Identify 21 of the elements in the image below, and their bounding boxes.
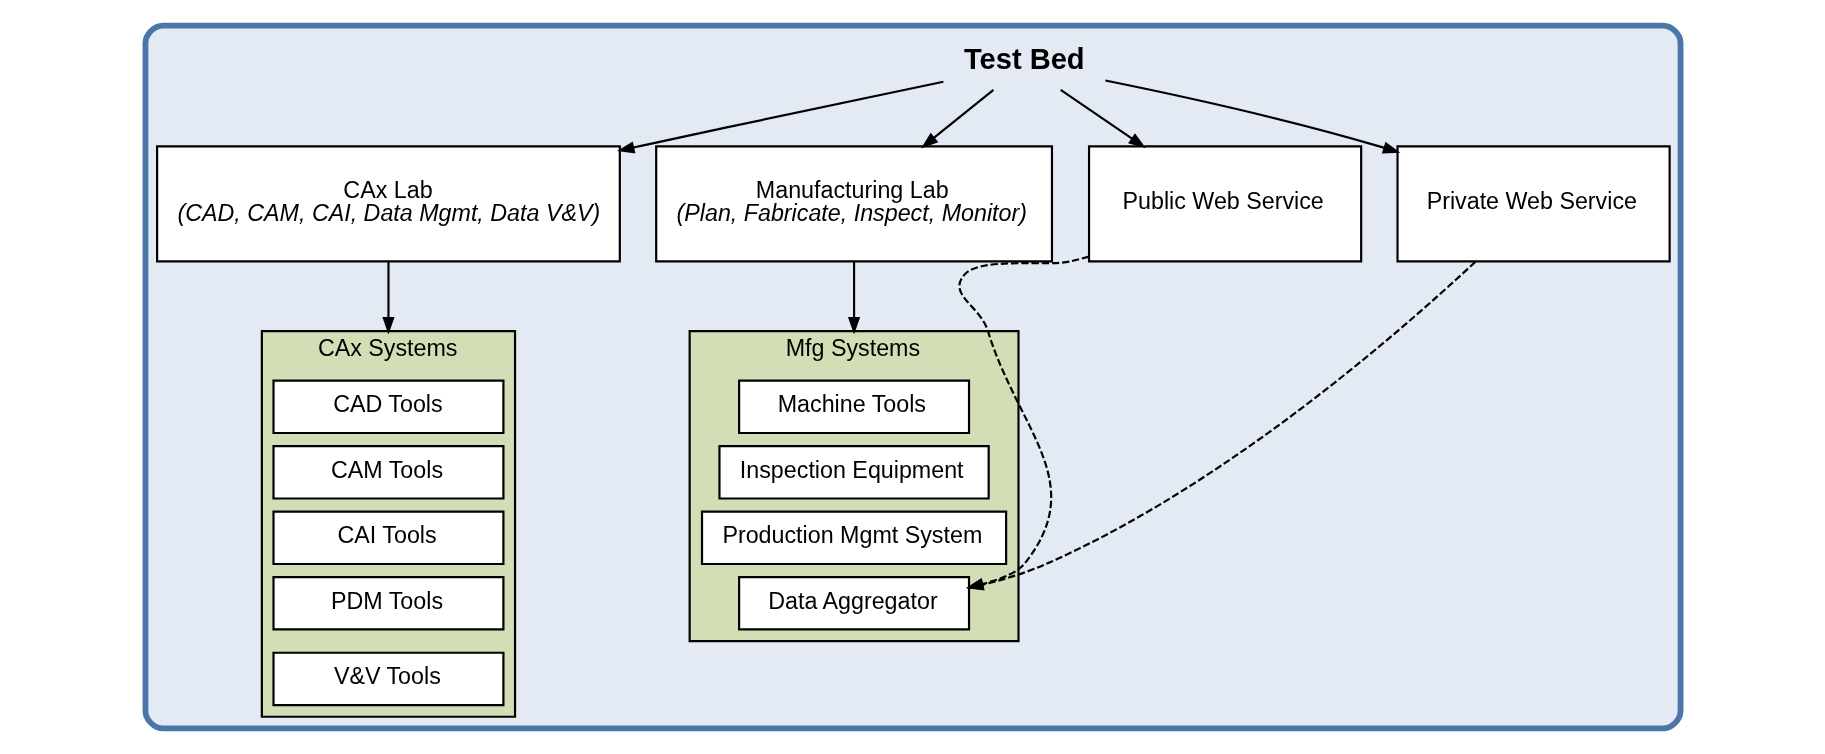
arrow xyxy=(920,88,994,149)
node-box: CAM Tools xyxy=(271,445,504,500)
node-text: Test Bed xyxy=(963,43,1085,76)
node-box: PDM Tools xyxy=(271,576,504,631)
node-box: CAx Lab (CAD, CAM, CAI, Data Mgmt, Data V&V) xyxy=(155,145,621,263)
node-box: Production Mgmt System xyxy=(700,510,1007,566)
node-box: Inspection Equipment xyxy=(717,445,990,500)
arrow xyxy=(1059,88,1146,149)
node-box: Data Aggregator xyxy=(737,576,970,631)
node-box: CAD Tools xyxy=(271,379,504,435)
arrow xyxy=(1104,79,1400,154)
arrow xyxy=(847,261,860,335)
node-box: V&V Tools xyxy=(271,651,504,707)
cluster xyxy=(142,22,1683,732)
node-box: Manufacturing Lab (Plan, Fabricate, Inspect, Monitor) xyxy=(654,145,1053,263)
node-box: Private Web Service xyxy=(1395,145,1671,263)
arrow xyxy=(616,80,944,154)
node-box: Public Web Service xyxy=(1087,145,1362,263)
node-box: CAI Tools xyxy=(271,510,504,566)
node-box: Machine Tools xyxy=(737,379,970,435)
arrow xyxy=(381,261,395,335)
